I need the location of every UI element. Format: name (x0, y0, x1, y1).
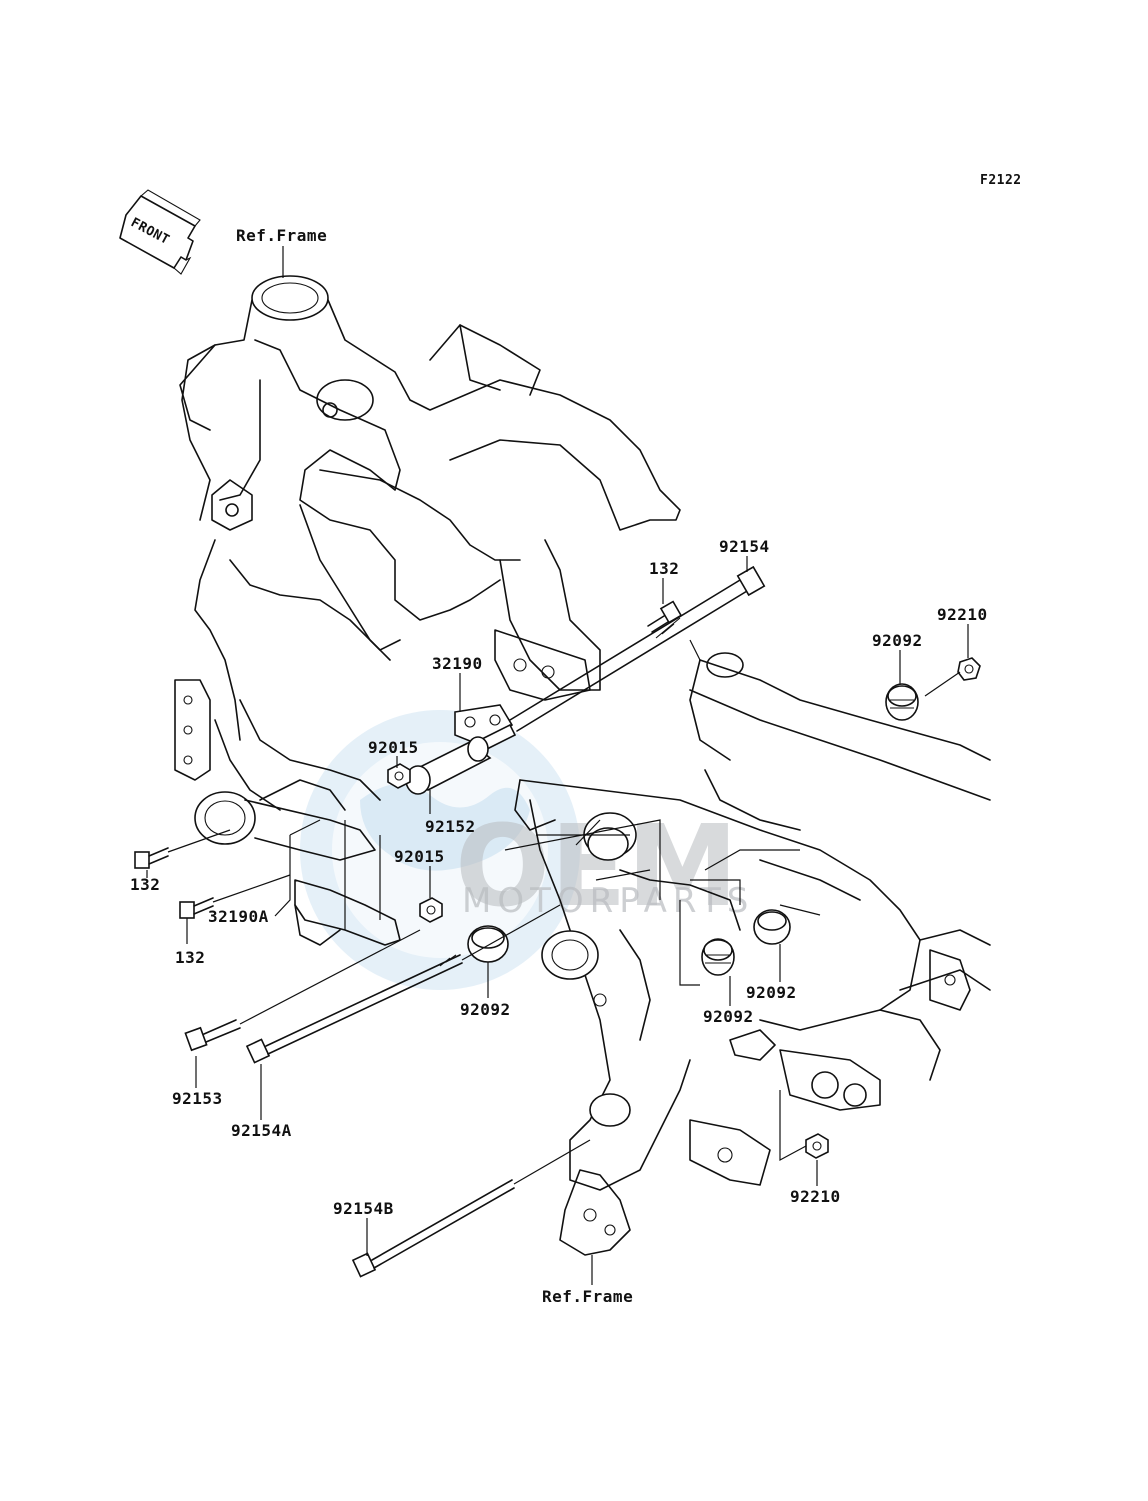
bushing-92092-top (885, 683, 919, 721)
leader-lines (146, 246, 969, 1285)
bushing-92092-right (701, 938, 735, 976)
nut-92210-top (957, 657, 981, 681)
label-92154B: 92154B (333, 1199, 394, 1218)
front-label: FRONT (128, 215, 172, 248)
bolt-132-left2 (179, 874, 291, 919)
label-132-top: 132 (649, 559, 679, 578)
label-92092-mid: 92092 (460, 1000, 511, 1019)
bolt-92154B (351, 1139, 591, 1278)
label-92092-top: 92092 (872, 631, 923, 650)
part-labels: Ref.Frame 92154 132 92210 92092 32190 92… (130, 226, 988, 1306)
label-92152: 92152 (425, 817, 476, 836)
fasteners (134, 565, 981, 1278)
label-92154A: 92154A (231, 1121, 292, 1140)
label-32190: 32190 (432, 654, 483, 673)
label-92092-right: 92092 (703, 1007, 754, 1026)
label-ref-frame-top: Ref.Frame (236, 226, 327, 245)
lower-frame (514, 652, 991, 1256)
left-engine-bracket (194, 779, 401, 946)
bolt-92154A (245, 904, 561, 1064)
label-92154: 92154 (719, 537, 770, 556)
nut-92015-b (419, 897, 443, 923)
label-92015-b: 92015 (394, 847, 445, 866)
upper-frame (174, 275, 681, 811)
label-92210-bottom: 92210 (790, 1187, 841, 1206)
bolt-132-left (134, 829, 231, 869)
label-ref-frame-bottom: Ref.Frame (542, 1287, 633, 1306)
collar-92152 (405, 736, 492, 795)
label-132-left: 132 (130, 875, 160, 894)
bushing-92092-right2 (753, 909, 791, 945)
nut-92015-a (387, 763, 411, 789)
nut-92210-bottom (805, 1133, 829, 1159)
watermark-sub: MOTORPARTS (462, 881, 754, 921)
label-32190A: 32190A (208, 907, 269, 926)
bolt-92154 (509, 565, 766, 732)
front-arrow-icon: FRONT (119, 189, 201, 275)
label-92092-right2: 92092 (746, 983, 797, 1002)
watermark: OEM MOTORPARTS (300, 710, 754, 990)
diagram-code: F2122 (980, 173, 1022, 188)
label-92210-top: 92210 (937, 605, 988, 624)
label-92015-a: 92015 (368, 738, 419, 757)
bolt-132-top (647, 600, 683, 633)
label-92153: 92153 (172, 1089, 223, 1108)
label-132-left2: 132 (175, 948, 205, 967)
bolt-92153 (184, 929, 421, 1052)
bushing-92092-mid (467, 925, 509, 963)
